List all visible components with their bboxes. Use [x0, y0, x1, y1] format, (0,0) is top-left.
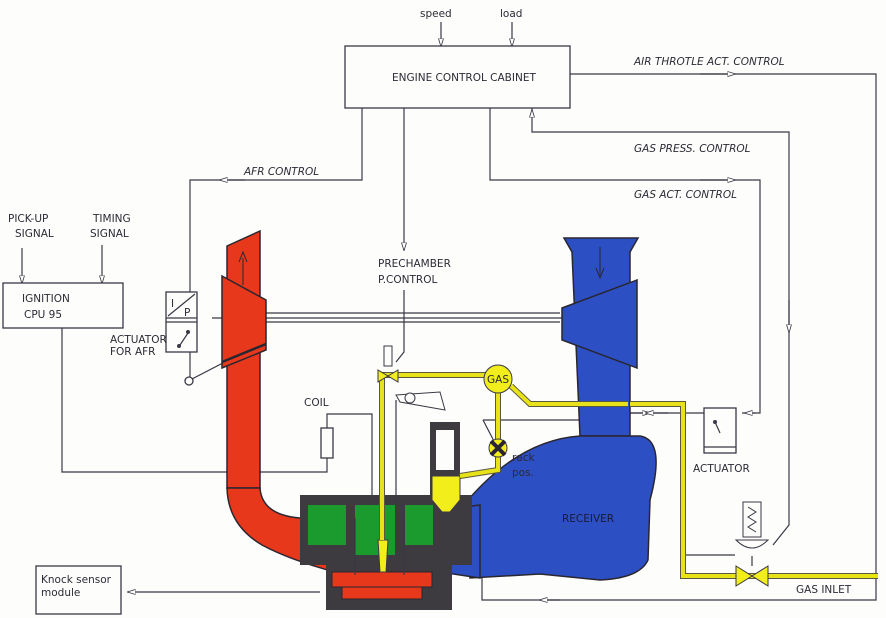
receiver-label: RECEIVER — [562, 513, 614, 525]
afr-actuator — [165, 291, 198, 386]
actuator-label: ACTUATOR — [693, 463, 750, 475]
rack-label-2: pos. — [512, 467, 534, 479]
gas-press-label: GAS PRESS. CONTROL — [634, 143, 751, 155]
speed-label: speed — [420, 8, 452, 20]
knock-sensor-box — [35, 565, 122, 615]
throttle-actuator — [703, 407, 737, 454]
knock-label-2: module — [41, 587, 80, 599]
rack-label-1: rack — [512, 452, 536, 464]
load-label: load — [500, 8, 522, 20]
air-throttle-line — [481, 73, 877, 601]
cylinder-head — [300, 391, 472, 610]
gas-inlet-label: GAS INLET — [796, 584, 852, 596]
prechamber-label-1: PRECHAMBER — [378, 258, 451, 270]
afr-actuator-label-2: FOR AFR — [110, 346, 155, 358]
ignition-label-1: IGNITION — [22, 293, 70, 305]
prechamber-label-2: P.CONTROL — [378, 274, 437, 286]
knock-label-1: Knock sensor — [41, 574, 112, 586]
timing-label-2: SIGNAL — [90, 228, 129, 240]
gas-piping — [377, 345, 878, 587]
coil-label: COIL — [304, 397, 329, 409]
cabinet-label: ENGINE CONTROL CABINET — [392, 72, 536, 84]
engine-control-cabinet — [344, 45, 571, 109]
timing-label-1: TIMING — [92, 213, 131, 225]
gas-node — [483, 364, 513, 394]
afr-i-label: I — [171, 298, 174, 310]
afr-control-label: AFR CONTROL — [243, 166, 319, 178]
gas-press-line — [531, 108, 790, 425]
intake-duct — [439, 237, 657, 581]
gas-act-label: GAS ACT. CONTROL — [634, 189, 737, 201]
afr-line — [189, 108, 363, 292]
pickup-label-1: PICK-UP — [8, 213, 48, 225]
afr-p-label: P — [184, 307, 190, 319]
ignition-cpu-box — [2, 282, 124, 329]
pickup-label-2: SIGNAL — [15, 228, 54, 240]
gas-inlet-valve — [735, 565, 769, 587]
ignition-label-2: CPU 95 — [24, 309, 62, 321]
coil — [320, 427, 334, 459]
air-throttle-label: AIR THROTLE ACT. CONTROL — [633, 56, 785, 68]
gas-label: GAS — [487, 374, 509, 386]
afr-actuator-label-1: ACTUATOR — [110, 334, 167, 346]
